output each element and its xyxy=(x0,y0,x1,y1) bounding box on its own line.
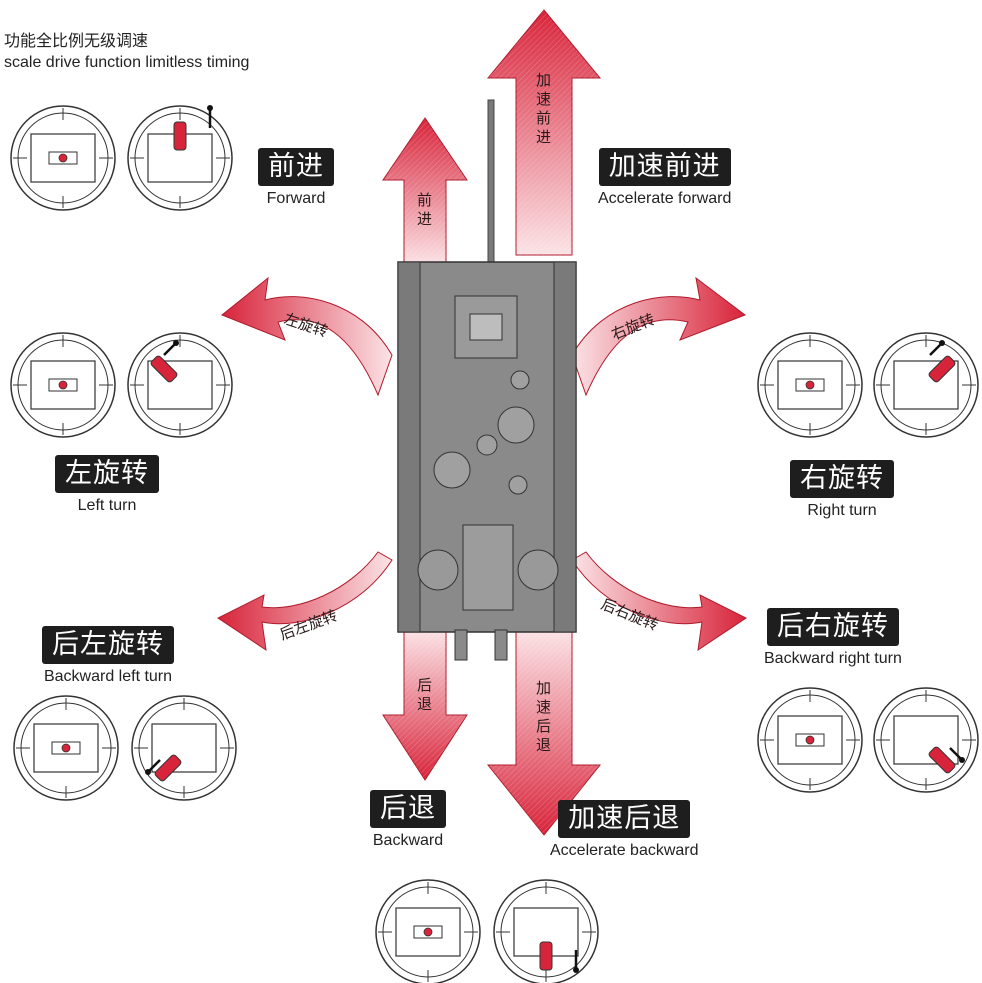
accel-backward-arrow-char-2: 速 xyxy=(536,698,551,716)
backward-arrow-char-2: 退 xyxy=(417,695,432,713)
back-right-arrow: 后右旋转 xyxy=(571,551,747,652)
accelerate-forward-arrow: 加 速 前 进 xyxy=(486,9,602,256)
label-accelerate-forward-zh: 加速前进 xyxy=(598,148,731,186)
header-title-zh: 功能全比例无级调速 xyxy=(4,31,149,50)
label-accelerate-forward: 加速前进 Accelerate forward xyxy=(598,148,731,208)
label-left-turn: 左旋转 Left turn xyxy=(55,455,159,515)
forward-arrow: 前 进 xyxy=(382,117,468,266)
accel-backward-arrow-char-4: 退 xyxy=(536,736,551,754)
remote-left-turn-left-dial xyxy=(10,332,116,438)
label-backward-right-turn-zh: 后右旋转 xyxy=(766,608,899,646)
backward-arrow: 后 退 xyxy=(382,629,468,781)
back-left-arrow: 后左旋转 xyxy=(217,551,393,652)
tank-hatch-left xyxy=(433,451,471,489)
remote-forward-right-dial xyxy=(127,105,233,211)
label-right-turn: 右旋转 Right turn xyxy=(790,460,894,520)
remote-back-right-left-dial xyxy=(757,687,863,793)
label-right-turn-en: Right turn xyxy=(807,502,877,519)
remote-forward-left-dial xyxy=(10,105,116,211)
label-backward-right-turn-en: Backward right turn xyxy=(764,650,902,667)
remote-back-left-right-dial xyxy=(131,695,237,801)
accel-backward-arrow-char-1: 加 xyxy=(536,679,551,697)
label-accelerate-forward-en: Accelerate forward xyxy=(598,190,732,207)
left-turn-arrow: 左旋转 xyxy=(221,276,393,397)
tank-top-view xyxy=(397,99,577,661)
forward-arrow-char-2: 进 xyxy=(417,210,432,228)
remote-back-right-right-dial xyxy=(873,687,979,793)
accel-backward-arrow-char-3: 后 xyxy=(536,717,551,735)
label-forward: 前进 Forward xyxy=(258,148,334,208)
remote-backward-left-dial xyxy=(375,879,481,983)
label-accelerate-backward-zh: 加速后退 xyxy=(558,800,691,838)
accelerate-backward-arrow: 加 速 后 退 xyxy=(486,629,602,836)
label-backward-zh: 后退 xyxy=(370,790,446,828)
label-right-turn-zh: 右旋转 xyxy=(790,460,894,498)
accel-forward-arrow-char-4: 进 xyxy=(536,128,551,146)
label-backward-right-turn: 后右旋转 Backward right turn xyxy=(764,608,902,668)
remote-left-turn-right-dial xyxy=(127,332,233,438)
tank-exhaust-left xyxy=(454,629,468,661)
header: 功能全比例无级调速 scale drive function limitless… xyxy=(4,30,249,74)
header-title-en: scale drive function limitless timing xyxy=(4,54,250,71)
remote-right-turn-right-dial xyxy=(873,332,979,438)
remote-back-left-left-dial xyxy=(13,695,119,801)
label-forward-zh: 前进 xyxy=(258,148,334,186)
forward-arrow-char-1: 前 xyxy=(417,191,432,209)
tank-engine-fan-right xyxy=(517,549,559,591)
label-backward-left-turn-en: Backward left turn xyxy=(43,668,173,685)
remote-control-diagrams xyxy=(10,105,979,983)
tank-engine-fan-left xyxy=(417,549,459,591)
label-backward-left-turn-zh: 后左旋转 xyxy=(42,626,174,664)
remote-right-turn-left-dial xyxy=(757,332,863,438)
tank-exhaust-right xyxy=(494,629,508,661)
tank-left-track xyxy=(397,261,421,633)
label-backward-en: Backward xyxy=(372,832,444,849)
label-backward-left-turn: 后左旋转 Backward left turn xyxy=(42,626,174,686)
label-left-turn-en: Left turn xyxy=(77,497,137,514)
tank-hatch-right xyxy=(497,406,535,444)
backward-arrow-char-1: 后 xyxy=(417,676,432,694)
accel-forward-arrow-char-1: 加 xyxy=(536,71,551,89)
label-accelerate-backward-en: Accelerate backward xyxy=(550,842,699,859)
accel-forward-arrow-char-2: 速 xyxy=(536,90,551,108)
label-accelerate-backward: 加速后退 Accelerate backward xyxy=(550,800,699,860)
remote-backward-right-dial xyxy=(493,879,599,983)
right-turn-arrow: 右旋转 xyxy=(571,276,747,397)
tank-right-track xyxy=(553,261,577,633)
accel-forward-arrow-char-3: 前 xyxy=(536,109,551,127)
label-left-turn-zh: 左旋转 xyxy=(55,455,159,493)
label-forward-en: Forward xyxy=(266,190,326,207)
label-backward: 后退 Backward xyxy=(370,790,446,850)
